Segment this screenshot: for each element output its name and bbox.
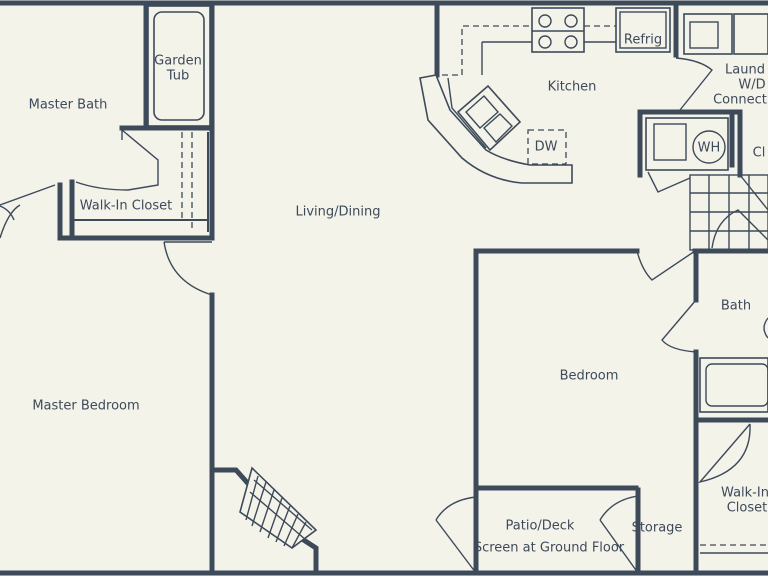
patio-doors	[435, 495, 639, 574]
label-walk-in-closet-2: Closet	[727, 501, 768, 516]
label-storage: Storage	[632, 521, 683, 536]
refrigerator	[615, 7, 671, 53]
label-living-dining: Living/Dining	[296, 205, 381, 220]
label-walk-in-closet-master: Walk-In Closet	[80, 199, 173, 214]
label-bedroom: Bedroom	[560, 369, 619, 384]
garden-tub	[147, 5, 211, 127]
label-laundry-3: Connect	[713, 93, 767, 108]
room-labels: Master Bath Garden Tub Walk-In Closet Ma…	[29, 33, 768, 556]
master-closet-shelving	[72, 132, 209, 232]
master-suite-walls	[57, 0, 215, 576]
kitchen-counters	[419, 25, 616, 184]
water-heater-closet	[645, 117, 729, 193]
label-dw: DW	[535, 140, 558, 155]
master-bath-door	[0, 184, 56, 239]
label-laundry-1: Laund	[725, 63, 765, 78]
range	[531, 7, 585, 53]
master-bedroom-door	[163, 241, 213, 296]
label-garden-tub-1: Garden	[154, 54, 202, 69]
label-master-bath: Master Bath	[29, 98, 108, 113]
dishwasher	[527, 129, 567, 165]
label-kitchen: Kitchen	[548, 80, 597, 95]
label-wh: WH	[698, 141, 721, 156]
bedroom-walls	[473, 248, 768, 576]
master-closet-door	[75, 129, 159, 191]
label-walk-in-closet-1: Walk-In	[721, 486, 768, 501]
bedroom-door	[636, 250, 696, 281]
label-laundry-2: W/D	[738, 78, 765, 93]
label-screen-note: Screen at Ground Floor	[474, 541, 625, 556]
label-patio-deck: Patio/Deck	[506, 519, 575, 534]
kitchen-sink	[456, 84, 522, 152]
bath-tub	[699, 317, 768, 413]
label-garden-tub-2: Tub	[166, 69, 189, 84]
label-refrig: Refrig	[624, 33, 662, 48]
label-bath: Bath	[721, 299, 751, 314]
kitchen-walls	[434, 0, 743, 178]
label-master-bedroom: Master Bedroom	[32, 399, 139, 414]
label-closet-small: Cl	[753, 146, 766, 161]
laundry	[675, 13, 768, 111]
tile-area	[689, 174, 768, 251]
stair	[209, 466, 319, 576]
bedroom-walk-in-closet	[698, 423, 768, 554]
bath-door	[661, 299, 697, 353]
